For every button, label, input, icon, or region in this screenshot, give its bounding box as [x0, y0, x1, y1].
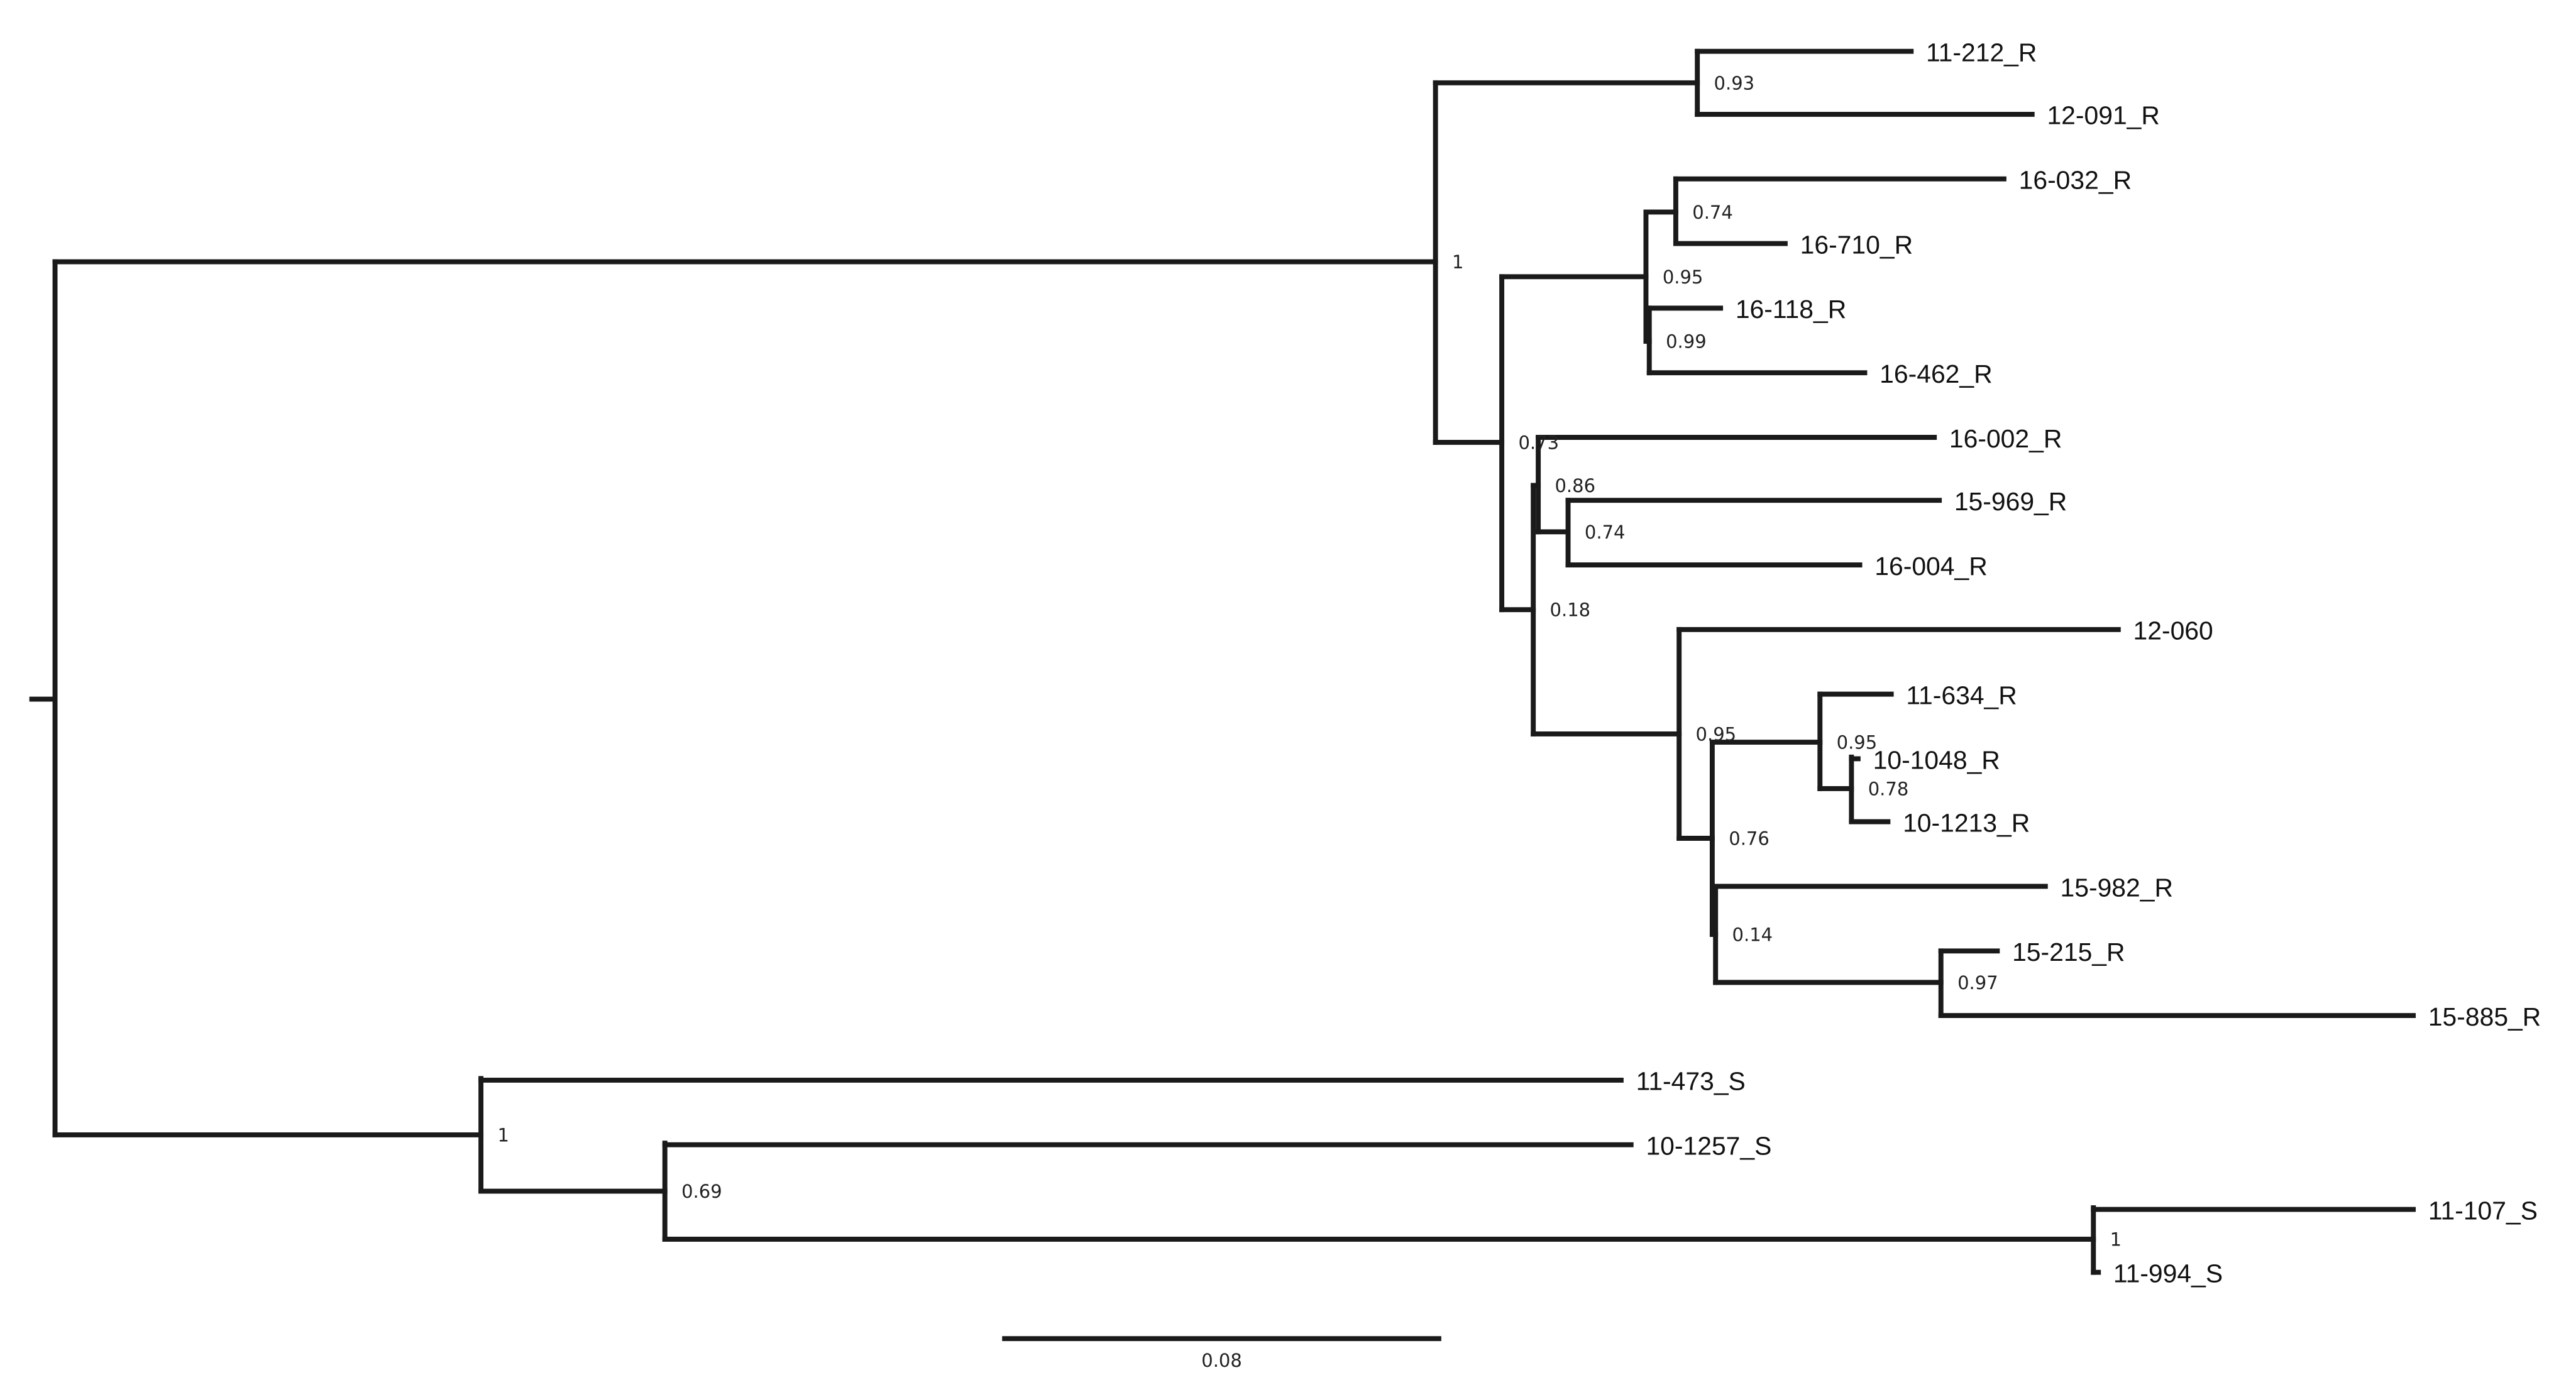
support-value: 1	[1452, 251, 1463, 273]
support-value: 0.74	[1692, 202, 1733, 223]
support-value: 0.99	[1666, 331, 1707, 353]
tip-label: 15-885_R	[2428, 1002, 2541, 1031]
tip-label: 15-215_R	[2012, 938, 2125, 966]
tip-label: 11-994_S	[2113, 1259, 2223, 1288]
tip-labels: 11-212_R 12-091_R 16-032_R 16-710_R 16-118_R…	[1636, 38, 2541, 1288]
tree-branches	[29, 48, 2416, 1275]
tip-label: 12-060	[2133, 616, 2213, 645]
tip-label: 16-462_R	[1880, 359, 1992, 388]
support-value: 0.18	[1550, 599, 1591, 621]
support-value: 0.95	[1696, 723, 1737, 745]
tip-label: 10-1257_S	[1646, 1132, 1771, 1161]
support-value: 0.74	[1585, 522, 1626, 543]
support-value: 0.95	[1837, 732, 1878, 753]
support-value: 0.95	[1663, 266, 1704, 288]
tip-label: 15-982_R	[2061, 873, 2173, 902]
tip-label: 11-107_S	[2428, 1196, 2538, 1225]
scale-bar-label: 0.08	[1201, 1350, 1242, 1371]
support-value: 0.14	[1732, 924, 1773, 945]
tip-label: 16-710_R	[1800, 230, 1913, 259]
support-value: 0.69	[681, 1181, 722, 1202]
tip-label: 16-004_R	[1874, 552, 1987, 581]
tip-label: 11-212_R	[1926, 38, 2037, 67]
support-value: 0.78	[1868, 778, 1909, 799]
support-value: 0.93	[1714, 72, 1755, 94]
tip-label: 11-473_S	[1636, 1067, 1746, 1096]
support-value: 1	[497, 1124, 509, 1146]
support-values: 0.93 0.74 0.99 0.95 0.74 0.86 0.78 0.95 0.97 0.14…	[497, 72, 2122, 1250]
tip-label: 16-118_R	[1736, 295, 1846, 324]
tip-label: 16-032_R	[2019, 166, 2132, 195]
scale-bar: 0.08	[1002, 1336, 1441, 1371]
tip-label: 12-091_R	[2047, 101, 2159, 130]
support-value: 0.86	[1555, 475, 1595, 496]
tip-label: 16-002_R	[1949, 424, 2062, 453]
support-value: 0.76	[1729, 828, 1770, 850]
tip-label: 11-634_R	[1906, 681, 2017, 709]
support-value: 0.73	[1518, 432, 1559, 453]
tip-label: 15-969_R	[1954, 487, 2067, 516]
tip-label: 10-1048_R	[1873, 745, 2000, 774]
support-value: 0.97	[1957, 972, 1998, 994]
tip-label: 10-1213_R	[1903, 808, 2030, 837]
support-value: 1	[2110, 1229, 2122, 1251]
